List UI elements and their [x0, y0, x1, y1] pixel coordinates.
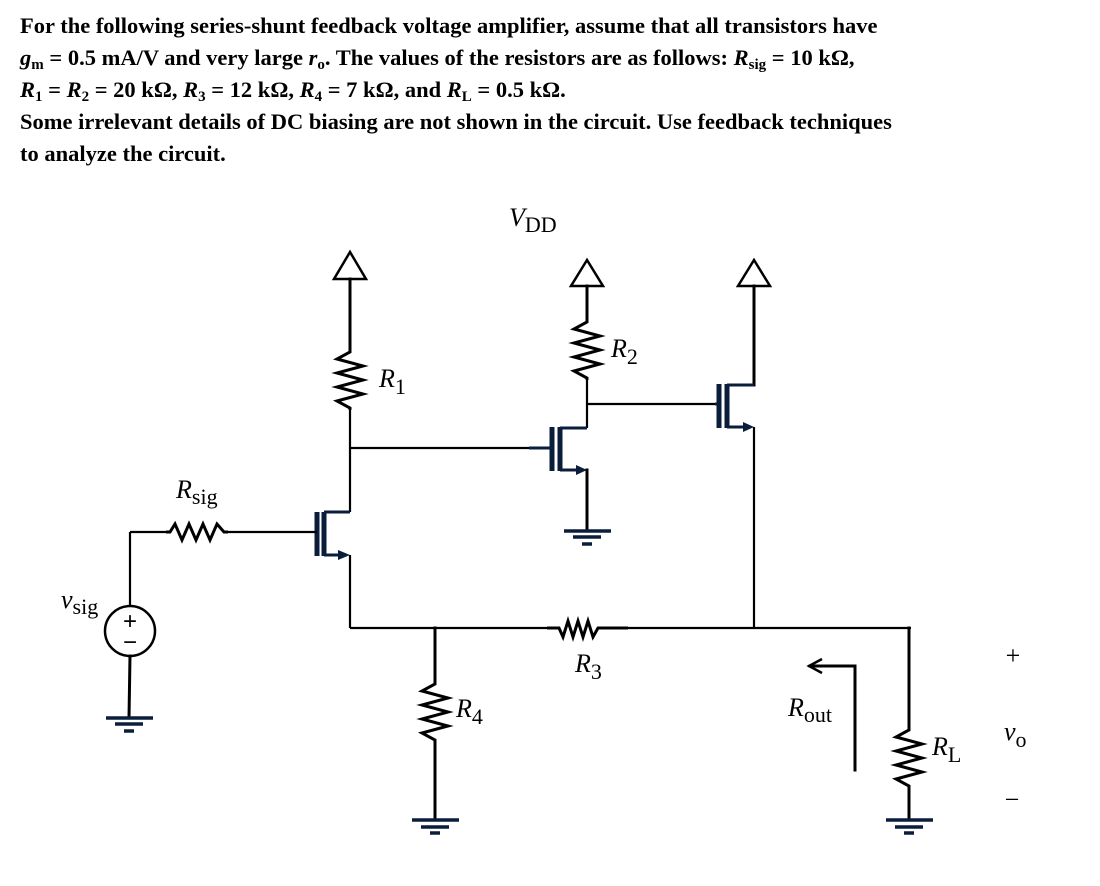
wire-vsig-ground: [127, 654, 132, 720]
rout-label: Rout: [787, 693, 832, 727]
svg-text:−: −: [123, 629, 137, 656]
problem-statement: For the following series-shunt feedback …: [20, 10, 1090, 170]
resistor-r3: [547, 615, 628, 643]
transistor-m2: [529, 426, 587, 475]
resistor-rl: [890, 728, 928, 788]
problem-line-1: For the following series-shunt feedback …: [20, 13, 878, 38]
transistor-m3: [715, 383, 754, 432]
resistor-r4: [416, 682, 454, 742]
vo-minus: −: [1005, 785, 1020, 814]
problem-line-4: Some irrelevant details of DC biasing ar…: [20, 109, 892, 134]
ground-rl: [886, 818, 933, 835]
ground-m2: [564, 529, 611, 546]
r4-label: R4: [455, 694, 483, 729]
vo-plus: +: [1006, 641, 1021, 670]
r3-label: R3: [574, 649, 602, 684]
resistor-r2: [568, 320, 606, 380]
problem-line-2: gm = 0.5 mA/V and very large ro. The val…: [20, 45, 855, 73]
transistor-m1: [314, 510, 350, 560]
vdd-terminal-2: [568, 257, 606, 322]
rout-arrow: [806, 657, 857, 772]
ground-vsig: [106, 716, 153, 733]
r1-label: R1: [378, 364, 406, 399]
rsig-label: Rsig: [175, 475, 218, 509]
r2-label: R2: [610, 334, 638, 369]
vdd-terminal-3: [735, 257, 773, 387]
vsig-label: vsig: [61, 585, 98, 619]
resistor-rsig: [166, 520, 228, 544]
gm-symbol: g: [20, 45, 32, 70]
vdd-terminal-1: [331, 249, 369, 352]
vdd-label: VDD: [509, 203, 557, 237]
ro-symbol: r: [308, 45, 318, 70]
svg-text:+: +: [123, 608, 137, 635]
vo-label: vo: [1004, 717, 1027, 752]
rl-label: RL: [931, 732, 961, 767]
problem-line-5: to analyze the circuit.: [20, 141, 226, 166]
ground-r4: [412, 818, 459, 835]
voltage-source-vsig: + −: [103, 604, 157, 658]
rsig-symbol: R: [733, 45, 749, 70]
resistor-r1: [331, 350, 369, 410]
problem-line-3: R1 = R2 = 20 kΩ, R3 = 12 kΩ, R4 = 7 kΩ, …: [20, 77, 566, 105]
